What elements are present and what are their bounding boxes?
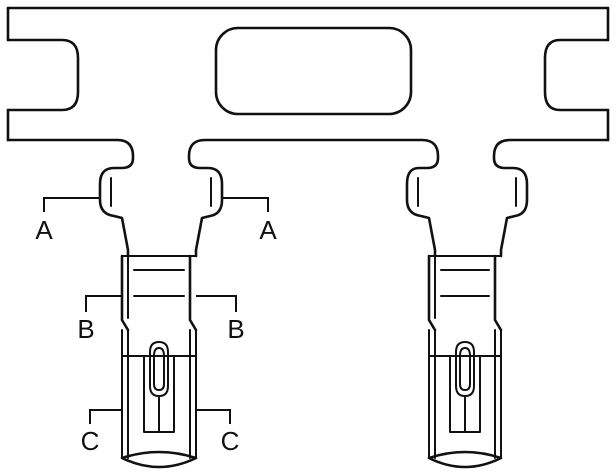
callout-leaders xyxy=(43,197,269,424)
carrier-center-window xyxy=(214,26,413,116)
terminal-left-contact-body xyxy=(121,329,197,459)
terminal-left-crimp-inner-lines xyxy=(127,255,191,319)
callout-label-a-left: A xyxy=(35,215,53,245)
callout-labels: A A B B C C xyxy=(35,215,277,456)
terminal-left-contact-spring xyxy=(149,341,169,397)
terminal-right-crimp-inner-lines xyxy=(434,255,496,319)
terminal-left xyxy=(110,177,212,469)
terminal-right xyxy=(417,177,517,469)
callout-label-a-right: A xyxy=(259,215,277,245)
terminal-right-contact-spring xyxy=(455,341,475,397)
leader-b-left xyxy=(85,295,122,312)
callout-label-b-right: B xyxy=(227,314,244,344)
callout-label-c-right: C xyxy=(221,426,240,456)
callout-label-c-left: C xyxy=(81,426,100,456)
terminal-left-tip xyxy=(120,450,198,469)
leader-a-left xyxy=(43,197,100,212)
terminal-right-contact-slot xyxy=(449,355,481,433)
terminal-left-contact-slot xyxy=(143,355,175,433)
leader-a-right xyxy=(222,197,269,212)
terminal-left-wing-inner xyxy=(110,177,212,207)
terminal-right-wing-inner xyxy=(417,177,517,207)
terminal-right-contact-body xyxy=(428,329,502,459)
leader-c-right xyxy=(196,409,231,424)
terminal-right-tip xyxy=(427,450,503,469)
carrier-strip xyxy=(6,6,610,332)
leader-b-right xyxy=(196,295,237,312)
leader-c-left xyxy=(89,409,122,424)
carrier-strip-bottom-edge xyxy=(6,138,610,332)
carrier-right-slot xyxy=(543,38,610,112)
carrier-left-slot xyxy=(6,38,80,112)
callout-label-b-left: B xyxy=(77,314,94,344)
